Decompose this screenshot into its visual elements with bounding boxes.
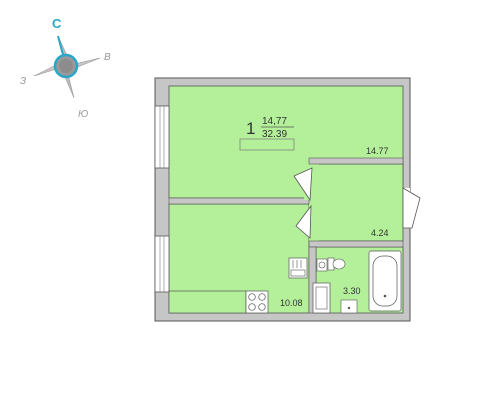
label-underline-box (239, 138, 295, 151)
wall-room-kitchen (168, 197, 310, 205)
living-area: 14,77 (262, 116, 287, 127)
window-kitchen (154, 235, 170, 293)
compass-north-label: С (52, 16, 62, 31)
door-room (293, 166, 314, 202)
wall-room-hallway (308, 157, 404, 165)
kitchen-counter (168, 290, 247, 314)
compass-south-label: Ю (78, 109, 88, 120)
cabinet (312, 282, 331, 314)
hallway-area-label: 4.24 (371, 228, 389, 238)
stove (245, 290, 269, 314)
door-entrance (402, 187, 421, 229)
kitchen-area-label: 10.08 (280, 298, 303, 308)
bathroom-sink (340, 299, 358, 314)
bathtub (368, 250, 402, 312)
room-area-label: 14.77 (366, 146, 389, 156)
wall-kitchen-bathroom (308, 246, 317, 314)
apartment-label: 1 14,77 32.39 (239, 116, 295, 151)
compass-west-label: З (20, 76, 26, 87)
toilet (327, 257, 346, 271)
washing-machine (316, 258, 328, 272)
door-kitchen (295, 204, 312, 239)
rooms-count: 1 (246, 119, 255, 138)
total-area: 32.39 (262, 129, 287, 140)
kitchen-sink (288, 257, 308, 279)
compass-east-label: В (104, 52, 111, 63)
window-room (154, 105, 170, 169)
compass-rose: С В З Ю (20, 16, 111, 120)
hallway-floor (315, 163, 404, 242)
bathroom-area-label: 3.30 (343, 286, 361, 296)
wall-hallway-bathroom (308, 240, 404, 248)
